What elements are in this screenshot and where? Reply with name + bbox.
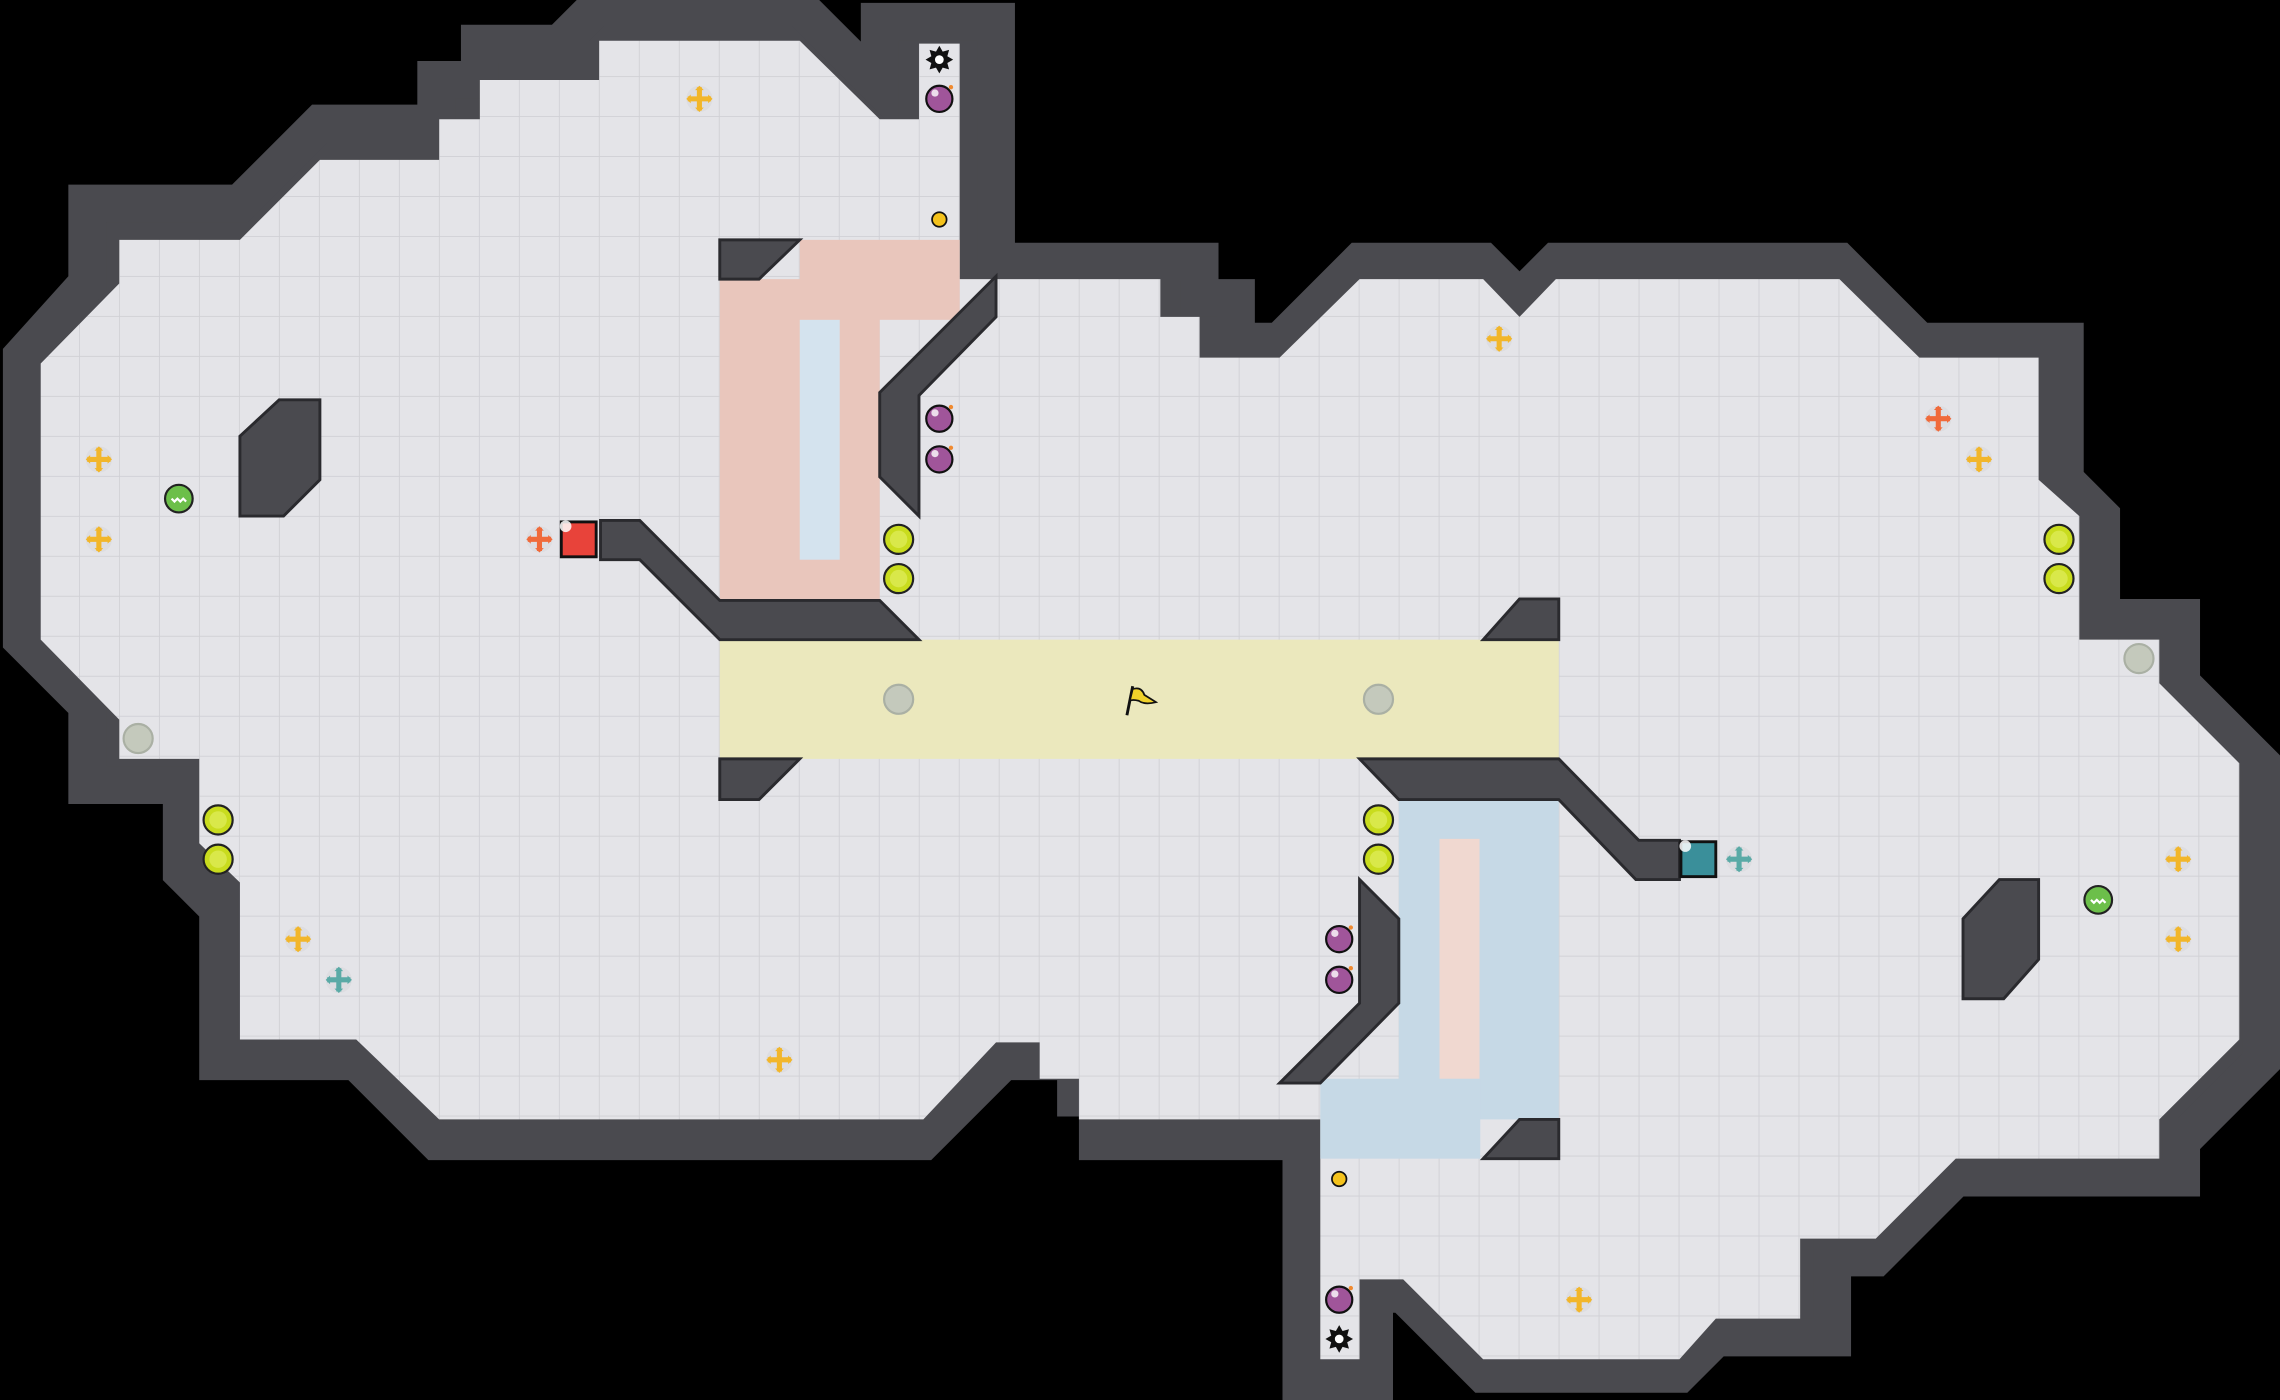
button-icon[interactable] — [882, 562, 915, 595]
jukejuice-icon — [2083, 884, 2114, 915]
button-icon[interactable] — [202, 804, 234, 836]
spike-icon — [1325, 1325, 1354, 1353]
bomb-icon — [925, 404, 954, 433]
boost-icon — [766, 1046, 793, 1073]
button-icon[interactable] — [1362, 804, 1395, 836]
spike-icon — [925, 45, 954, 74]
blue-team-boost-icon — [325, 966, 352, 993]
button-icon[interactable] — [2043, 523, 2075, 555]
left-island-wall — [238, 398, 322, 518]
boost-icon — [85, 526, 112, 553]
red-team-boost-icon — [1925, 405, 1952, 432]
button-icon[interactable] — [2043, 562, 2075, 595]
map-items — [85, 45, 2192, 1353]
red-team-boost-icon — [526, 526, 553, 553]
bomb-icon — [1325, 1285, 1354, 1314]
boost-icon — [2165, 846, 2192, 873]
bomb-icon — [1325, 965, 1354, 995]
powerup-token-icon — [931, 211, 948, 228]
red-zone-top — [799, 239, 960, 320]
blue-zone-red-strip — [1439, 838, 1480, 1079]
blue-team-boost-icon — [1725, 846, 1753, 873]
boost-icon — [1965, 446, 1993, 473]
right-island-wall — [1961, 878, 2041, 1001]
wall-corner — [1479, 1117, 1561, 1161]
button-icon[interactable] — [202, 843, 234, 875]
neutral-flag-icon[interactable] — [1125, 685, 1159, 716]
bottom-center-wall — [1276, 876, 1401, 1085]
bomb-icon — [925, 445, 954, 474]
boost-icon — [2165, 926, 2192, 953]
blue-flag-endzone-icon — [1679, 840, 1718, 879]
red-flag-endzone-icon — [559, 520, 598, 559]
wall-corner — [718, 757, 804, 802]
gate-off-icon — [122, 722, 154, 755]
button-icon[interactable] — [1362, 843, 1395, 875]
boost-icon — [85, 446, 112, 473]
top-center-wall — [878, 272, 998, 520]
jukejuice-icon — [163, 483, 194, 514]
red-base-wall — [599, 519, 923, 642]
red-zone-blue-strip — [799, 319, 840, 560]
boost-icon — [686, 85, 713, 112]
boost-icon — [1486, 325, 1513, 352]
wall-corner — [718, 238, 804, 281]
powerup-token-icon — [1331, 1170, 1348, 1188]
gate-off-icon — [1362, 683, 1395, 715]
boost-icon — [285, 926, 312, 953]
bomb-icon — [1325, 924, 1354, 954]
zones — [719, 239, 1559, 1159]
bomb-icon — [925, 84, 954, 114]
blue-base-wall — [1356, 757, 1681, 881]
button-icon[interactable] — [882, 523, 915, 555]
boost-icon — [1566, 1286, 1593, 1313]
gate-off-icon — [882, 683, 915, 715]
wall-corner — [1479, 597, 1561, 642]
inner-walls — [238, 238, 2041, 1161]
gate-off-icon — [2123, 642, 2155, 675]
blue-zone-bottom — [1320, 1078, 1481, 1159]
